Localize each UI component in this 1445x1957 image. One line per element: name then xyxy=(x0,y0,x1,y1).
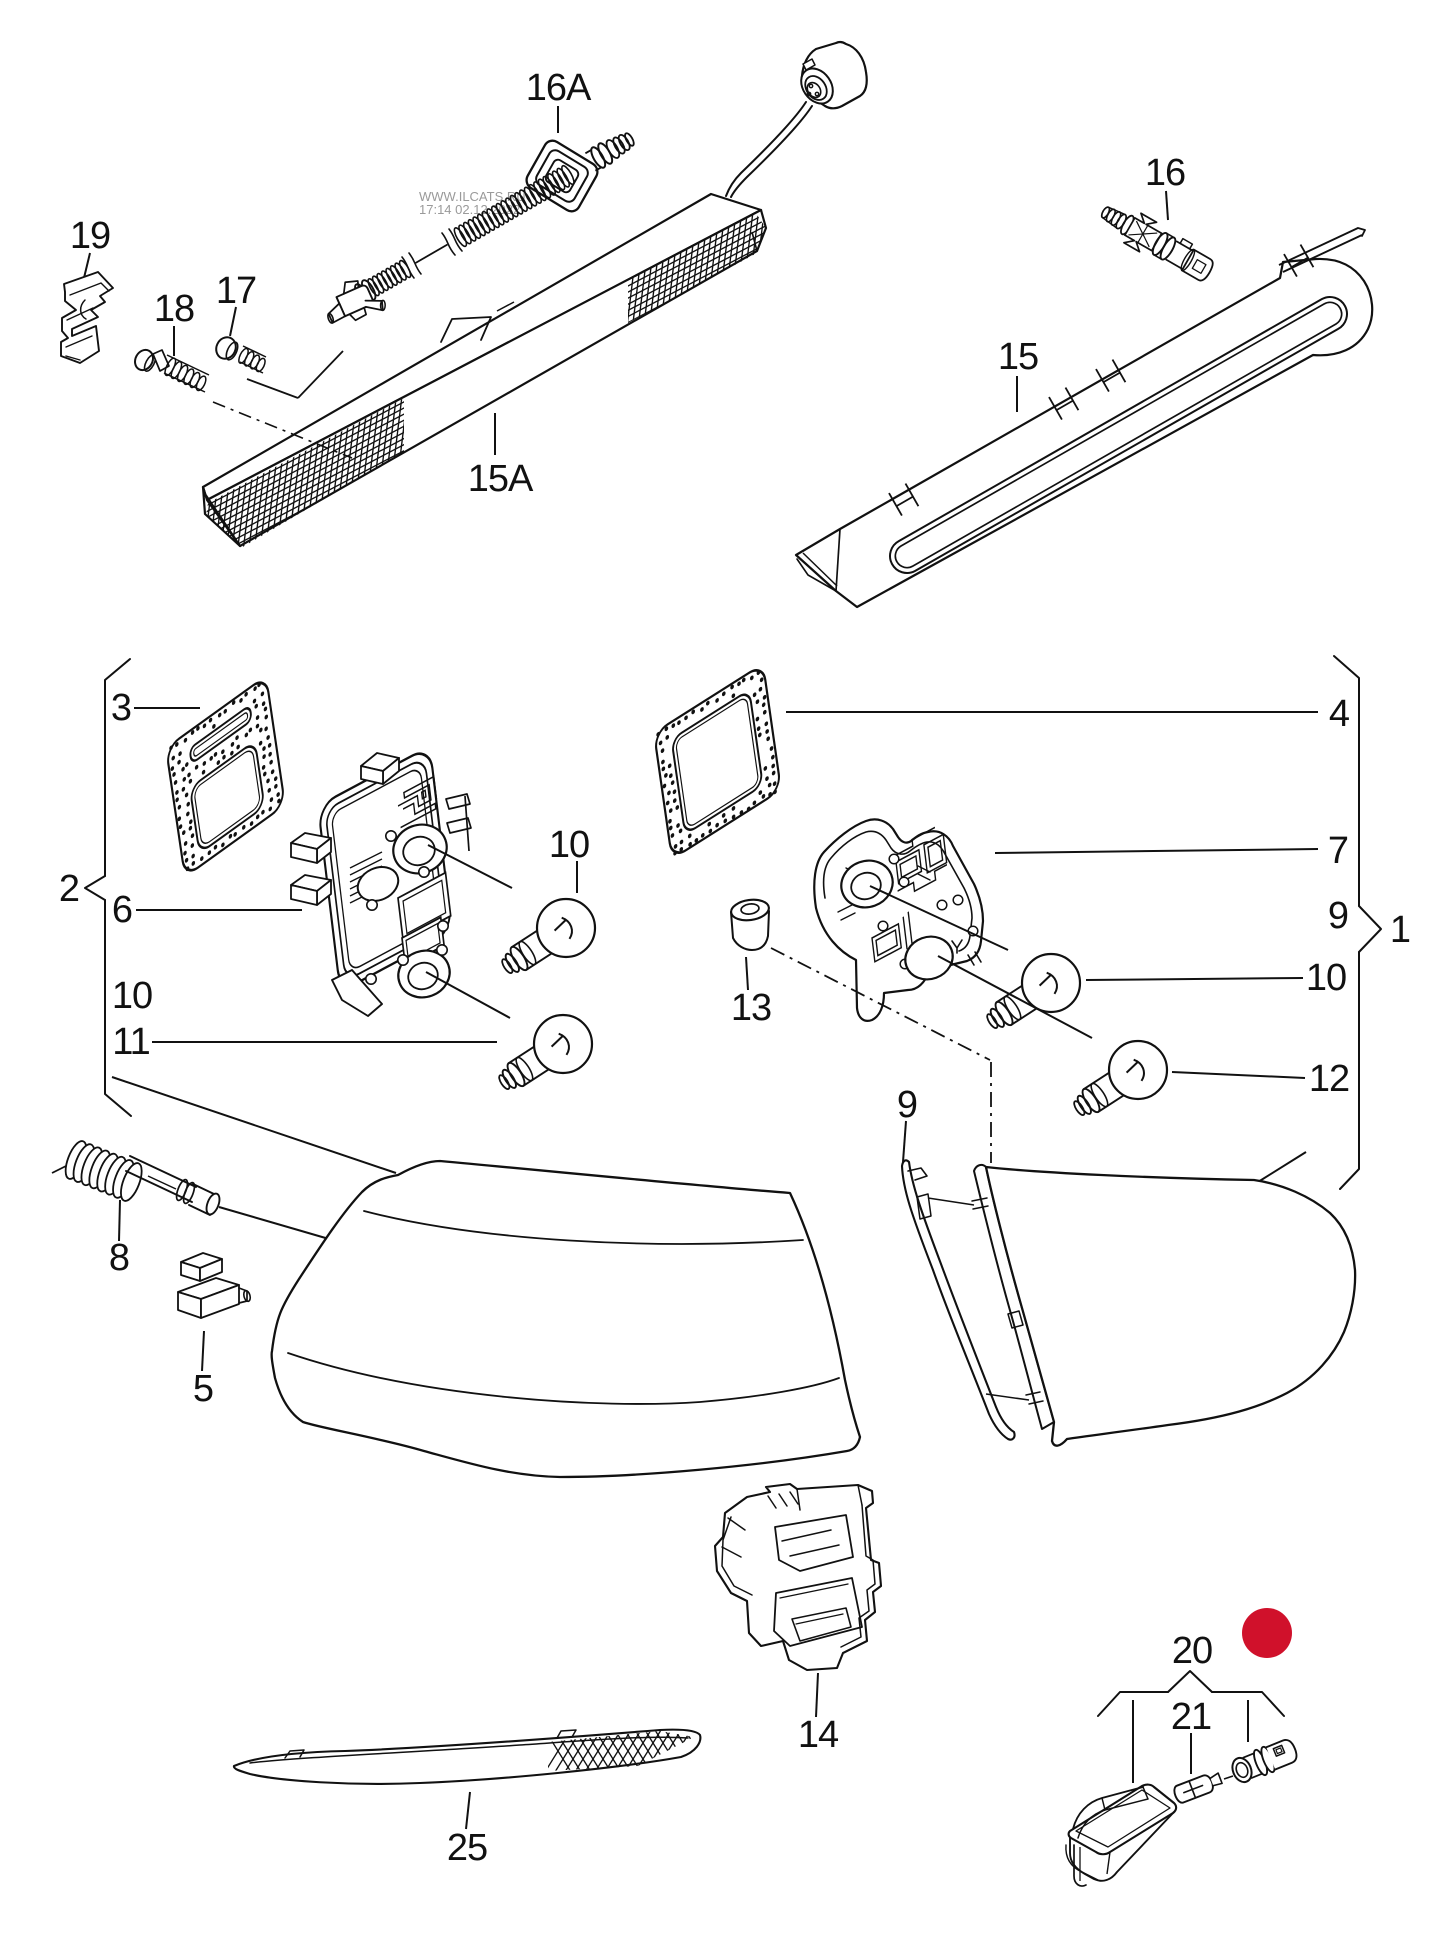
svg-text:25: 25 xyxy=(447,1827,487,1869)
svg-text:2: 2 xyxy=(59,868,79,910)
svg-text:18: 18 xyxy=(154,288,194,330)
svg-text:20: 20 xyxy=(1172,1630,1212,1672)
svg-text:10: 10 xyxy=(1306,957,1346,999)
svg-text:4: 4 xyxy=(1329,693,1350,735)
svg-text:15A: 15A xyxy=(468,458,534,500)
svg-text:1: 1 xyxy=(1390,909,1410,951)
svg-text:16A: 16A xyxy=(526,67,592,109)
svg-text:13: 13 xyxy=(731,987,771,1029)
svg-text:9: 9 xyxy=(1328,895,1348,937)
svg-text:10: 10 xyxy=(112,975,152,1017)
svg-text:14: 14 xyxy=(798,1714,839,1756)
svg-text:16: 16 xyxy=(1145,152,1185,194)
svg-text:3: 3 xyxy=(111,687,131,729)
svg-text:12: 12 xyxy=(1309,1058,1349,1100)
svg-text:9: 9 xyxy=(897,1084,917,1126)
svg-text:6: 6 xyxy=(112,889,132,931)
svg-text:17: 17 xyxy=(216,270,256,312)
svg-text:5: 5 xyxy=(193,1368,213,1410)
svg-text:15: 15 xyxy=(998,336,1038,378)
svg-text:WWW.ILCATS.RU: WWW.ILCATS.RU xyxy=(419,189,526,204)
svg-text:21: 21 xyxy=(1171,1696,1211,1738)
svg-text:17:14 02.12.2022: 17:14 02.12.2022 xyxy=(419,202,520,217)
svg-text:11: 11 xyxy=(112,1021,149,1063)
svg-text:10: 10 xyxy=(549,824,589,866)
svg-text:7: 7 xyxy=(1328,830,1348,872)
svg-text:8: 8 xyxy=(109,1237,129,1279)
svg-text:19: 19 xyxy=(70,215,110,257)
